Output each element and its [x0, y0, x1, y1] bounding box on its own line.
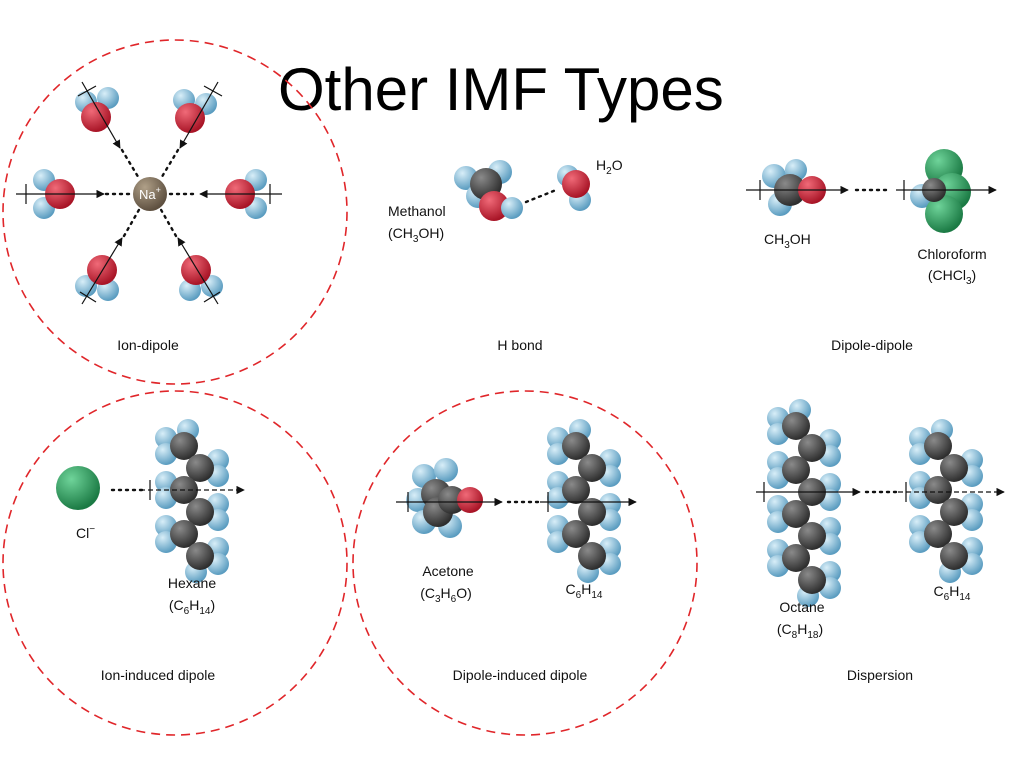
ion-dipole-caption: Ion-dipole — [117, 337, 179, 353]
ion-dipole-panel: Na+ Ion-dipole — [16, 81, 282, 353]
ion-induced-dipole-caption: Ion-induced dipole — [101, 667, 216, 683]
ion-dipole-dotted-lines — [104, 148, 198, 238]
carbon-atom — [170, 432, 198, 460]
carbon-atom — [186, 542, 214, 570]
water-molecule-hbond — [557, 165, 591, 211]
carbon-atom — [940, 542, 968, 570]
dispersion-panel: Octane (C8H18) C6H14 Dispersion — [756, 399, 1005, 683]
dipole-dipole-panel: CH3OH Chloroform (CHCl3) Dipole-dipole — [746, 149, 997, 353]
h-bond-dotted-line — [524, 188, 558, 204]
water-molecule-top-right — [173, 81, 223, 149]
carbon-atom — [578, 542, 606, 570]
water-molecule-bottom-left — [75, 237, 123, 305]
ch3oh-molecule — [762, 159, 826, 216]
dipole-induced-dipole-caption: Dipole-induced dipole — [453, 667, 588, 683]
water-molecule-top-left — [75, 81, 121, 149]
carbon-atom — [782, 456, 810, 484]
acetone-formula-label: (C3H6O) — [420, 585, 472, 605]
carbon-atom — [798, 566, 826, 594]
h-bond-caption: H bond — [497, 337, 542, 353]
water-formula-label: H2O — [596, 157, 623, 177]
carbon-atom — [562, 432, 590, 460]
hexane-label: Hexane — [168, 575, 216, 591]
ion-induced-dipole-panel: Cl− Hexane (C6H14) Ion-induced dipole — [56, 419, 245, 683]
carbon-atom — [578, 454, 606, 482]
c6h14-molecule-center — [547, 419, 621, 583]
ion-dipole-circle — [2, 39, 348, 385]
chloride-ion — [56, 466, 100, 510]
hexane-molecule — [155, 419, 229, 583]
carbon-atom — [562, 520, 590, 548]
chloroform-formula-label: (CHCl3) — [928, 267, 976, 287]
acetone-label: Acetone — [422, 563, 474, 579]
carbon-atom — [782, 544, 810, 572]
carbon-atom — [562, 476, 590, 504]
methanol-label: Methanol — [388, 203, 446, 219]
carbon-atom — [186, 498, 214, 526]
c6h14-label-right: C6H14 — [934, 583, 971, 603]
carbon-atom — [782, 500, 810, 528]
carbon-atom — [924, 520, 952, 548]
chloroform-molecule — [910, 149, 971, 233]
slide-title: Other IMF Types — [278, 56, 724, 123]
methanol-formula-label: (CH3OH) — [388, 225, 444, 245]
octane-molecule — [767, 399, 841, 607]
sodium-ion-label: Na+ — [139, 185, 161, 202]
dipole-induced-dipole-circle — [352, 390, 698, 736]
carbon-atom — [578, 498, 606, 526]
chloride-label: Cl− — [76, 524, 95, 541]
carbon-atom — [170, 520, 198, 548]
carbon-atom — [798, 434, 826, 462]
acetone-molecule — [406, 458, 483, 538]
dispersion-caption: Dispersion — [847, 667, 913, 683]
carbon-atom — [940, 454, 968, 482]
ch3oh-label: CH3OH — [764, 231, 811, 251]
carbon-atom — [782, 412, 810, 440]
octane-label: Octane — [779, 599, 824, 615]
ion-induced-dipole-circle — [2, 390, 348, 736]
water-molecule-bottom-right — [177, 237, 223, 305]
carbon-atom — [798, 522, 826, 550]
h-bond-panel: H2O Methanol (CH3OH) H bond — [388, 157, 623, 353]
carbon-atom — [924, 476, 952, 504]
carbon-atom — [186, 454, 214, 482]
water-molecule-right — [199, 169, 282, 219]
chloroform-label: Chloroform — [917, 246, 986, 262]
octane-formula-label: (C8H18) — [777, 621, 823, 641]
hexane-formula-label: (C6H14) — [169, 597, 215, 617]
methanol-molecule — [454, 160, 523, 221]
c6h14-molecule-right — [909, 419, 983, 583]
water-molecule-left — [16, 169, 105, 219]
c6h14-label-center: C6H14 — [566, 581, 603, 601]
dipole-dipole-caption: Dipole-dipole — [831, 337, 913, 353]
carbon-atom — [924, 432, 952, 460]
carbon-atom — [940, 498, 968, 526]
sodium-ion — [133, 177, 167, 211]
dipole-induced-dipole-panel: Acetone (C3H6O) C6H14 Dipole-induced dip… — [396, 419, 637, 683]
